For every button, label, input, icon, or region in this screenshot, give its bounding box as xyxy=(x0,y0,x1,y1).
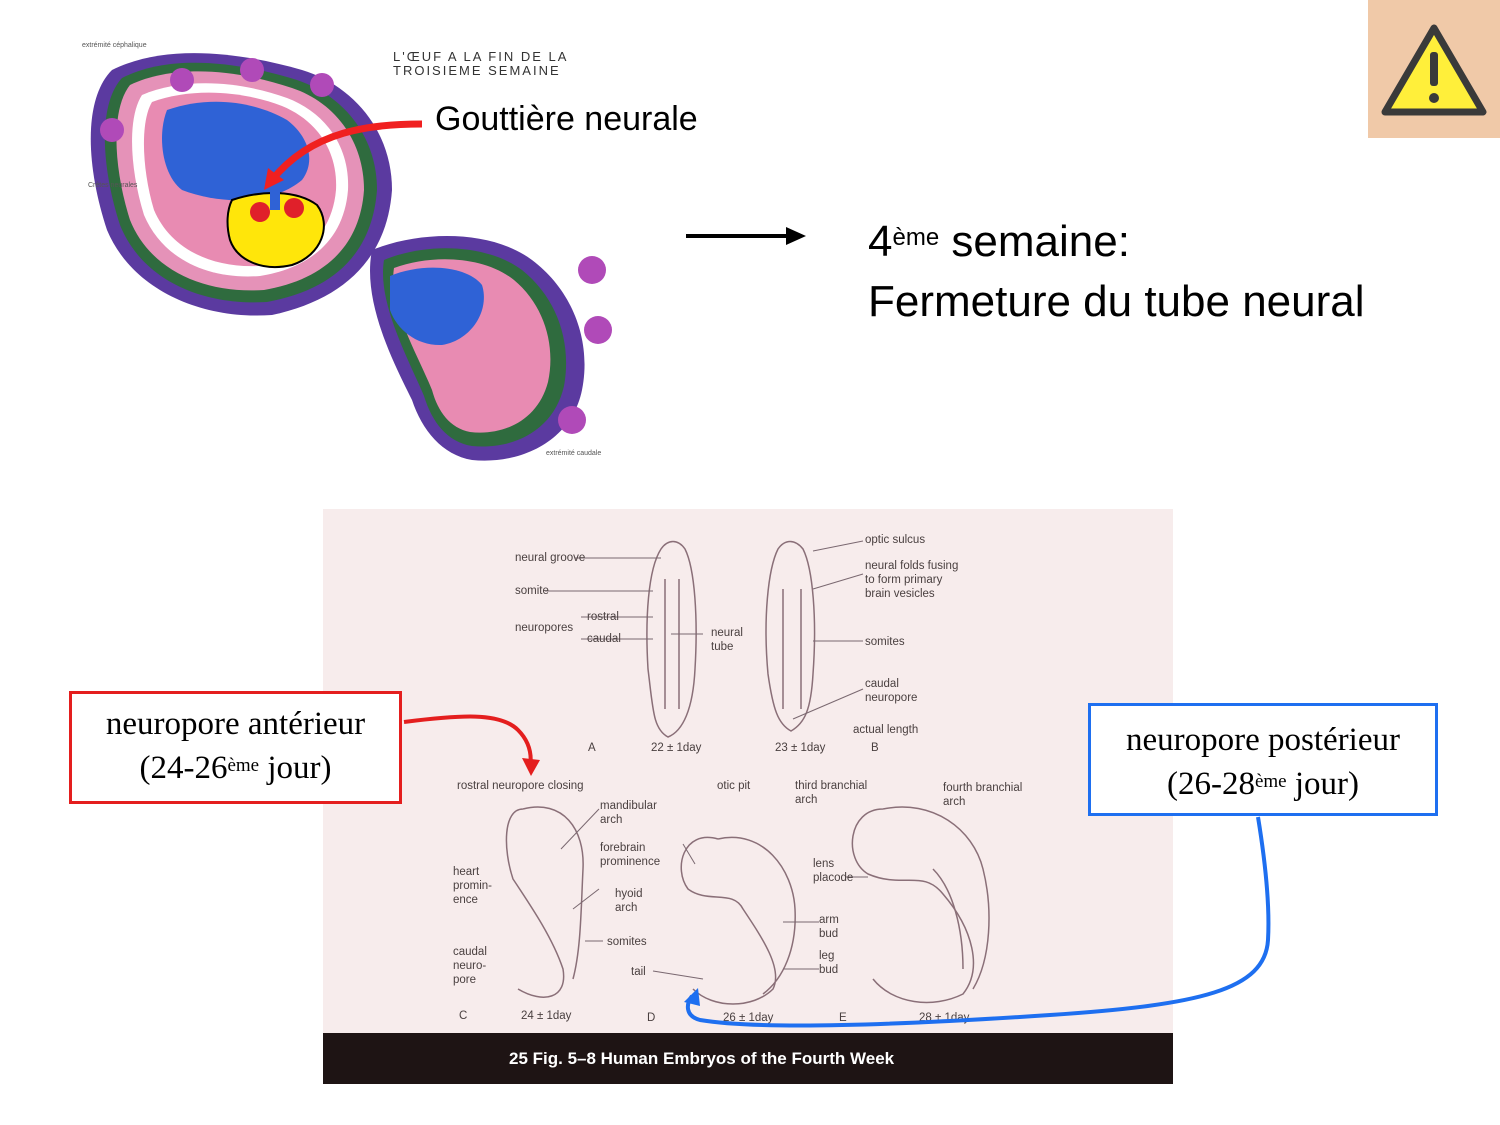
label-optic-sulcus: optic sulcus xyxy=(865,534,926,546)
label-neuropores: neuropores xyxy=(515,622,574,634)
label-stage-b: B xyxy=(871,742,879,754)
anterior-callout-days: (24-26ème jour) xyxy=(72,746,399,790)
label-somites-top: somites xyxy=(865,636,905,648)
label-otic-pit: otic pit xyxy=(717,780,751,792)
week-superscript: ème xyxy=(892,224,940,251)
posterior-callout-title: neuropore postérieur xyxy=(1126,722,1400,758)
label-caudal: caudal xyxy=(587,633,621,645)
label-forebrain: forebrain prominence xyxy=(600,842,661,868)
posterior-neuropore-callout: neuropore postérieur (26-28ème jour) xyxy=(1088,703,1438,816)
label-age-c: 24 ± 1day xyxy=(521,1010,572,1022)
label-third-branchial: third branchial arch xyxy=(795,780,868,806)
posterior-callout-days: (26-28ème jour) xyxy=(1091,762,1435,806)
anterior-day-sup: ème xyxy=(227,755,260,776)
embryo-photo: neural groove somite neuropores rostral … xyxy=(323,509,1173,1084)
label-neural-groove: neural groove xyxy=(515,552,586,564)
label-somite: somite xyxy=(515,585,549,597)
week-line-1: 4ème semaine: xyxy=(868,212,1365,272)
caption-bar xyxy=(323,1033,1173,1084)
embryo-week3-illustration: extrémité céphalique Crêtes neurales ext… xyxy=(72,40,612,475)
label-age-e: 28 ± 1day xyxy=(919,1012,970,1024)
label-neural-folds: neural folds fusing to form primary brai… xyxy=(865,560,959,600)
label-age-d: 26 ± 1day xyxy=(723,1012,774,1024)
label-leg: leg bud xyxy=(819,950,839,976)
label-actual-length: actual length xyxy=(853,724,919,736)
anterior-day-range: (24-26 xyxy=(139,750,228,786)
week-line-2: Fermeture du tube neural xyxy=(868,277,1365,326)
anterior-day-word: jour) xyxy=(259,750,332,786)
label-arm: arm bud xyxy=(819,914,839,940)
posterior-day-word: jour) xyxy=(1286,766,1360,802)
label-hyoid: hyoid arch xyxy=(615,888,643,914)
label-stage-c: C xyxy=(459,1010,468,1022)
label-stage-d: D xyxy=(647,1012,656,1024)
cephalic-label: extrémité céphalique xyxy=(82,42,147,49)
label-age-a: 22 ± 1day xyxy=(651,742,702,754)
top-figure-title: L'ŒUF A LA FIN DE LA TROISIEME SEMAINE xyxy=(393,49,569,78)
warning-triangle-icon xyxy=(1381,24,1487,116)
neural-groove-annotation: Gouttière neurale xyxy=(435,100,698,138)
caudal-end-label: extrémité caudale xyxy=(546,450,602,457)
label-stage-a: A xyxy=(588,742,596,754)
label-neural-tube: neural tube xyxy=(711,627,743,653)
right-arrow-icon xyxy=(684,224,808,253)
label-mandibular: mandibular arch xyxy=(600,800,657,826)
week-number: 4 xyxy=(868,217,893,266)
label-lens: lens placode xyxy=(813,858,854,884)
week-heading: 4ème semaine: Fermeture du tube neural xyxy=(868,212,1365,332)
label-somites-bottom: somites xyxy=(607,936,647,948)
label-tail: tail xyxy=(631,966,646,978)
posterior-day-sup: ème xyxy=(1254,771,1287,792)
label-rostral: rostral xyxy=(587,611,619,623)
week-label: semaine: xyxy=(939,217,1130,266)
label-stage-e: E xyxy=(839,1012,847,1024)
label-fourth-branchial: fourth branchial arch xyxy=(943,782,1023,808)
label-age-b: 23 ± 1day xyxy=(775,742,826,754)
posterior-day-range: (26-28 xyxy=(1166,766,1255,802)
warning-panel xyxy=(1368,0,1500,138)
label-heart: heart promin- ence xyxy=(453,866,492,906)
label-caudal-neuropore: caudal neuro- pore xyxy=(453,946,487,986)
anterior-neuropore-callout: neuropore antérieur (24-26ème jour) xyxy=(69,691,402,804)
label-rostral-closing: rostral neuropore closing xyxy=(457,780,584,792)
anterior-callout-title: neuropore antérieur xyxy=(105,706,366,742)
photo-caption: 25 Fig. 5–8 Human Embryos of the Fourth … xyxy=(509,1049,895,1068)
label-caudal-neuropore-top: caudal neuropore xyxy=(865,678,918,704)
crest-label: Crêtes neurales xyxy=(88,182,138,189)
